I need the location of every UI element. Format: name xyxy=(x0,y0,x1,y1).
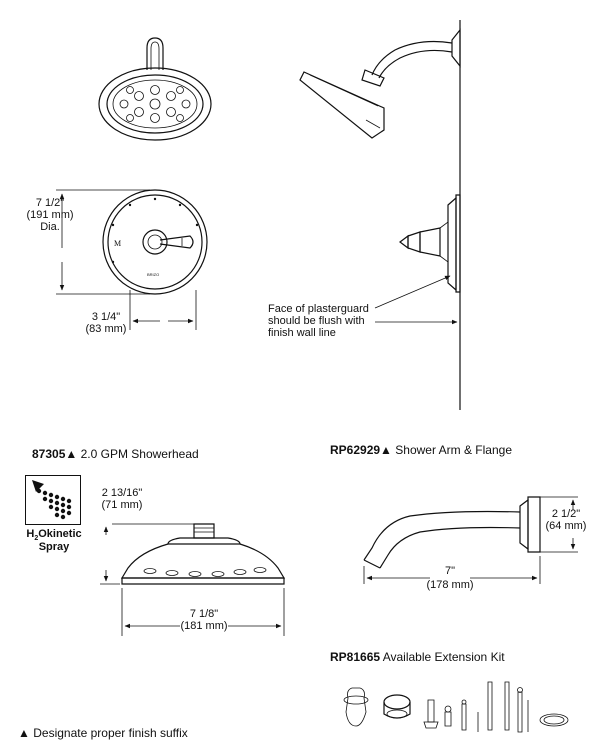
trim-dimension-lines xyxy=(56,189,197,330)
showerhead-side-view xyxy=(120,523,286,585)
finish-marker: ▲ xyxy=(380,443,392,457)
shower-arm-description: Shower Arm & Flange xyxy=(395,443,512,457)
showerhead-part-number: 87305 xyxy=(32,447,66,461)
showerhead-width-in: 7 1/8" xyxy=(189,608,219,620)
arm-height-mm: (64 mm) xyxy=(545,520,587,532)
svg-text:M: M xyxy=(114,239,121,248)
trim-depth-mm: (83 mm) xyxy=(85,323,127,335)
showerhead-description: 2.0 GPM Showerhead xyxy=(80,447,199,461)
spray-icon-box xyxy=(25,475,81,525)
trim-diameter-mm: (191 mm) xyxy=(26,209,74,221)
plasterguard-note-line-1: Face of plasterguard xyxy=(268,303,369,315)
trim-diameter-dia: Dia. xyxy=(40,221,60,233)
arm-height-in: 2 1/2" xyxy=(551,508,581,520)
arm-reach-mm: (178 mm) xyxy=(426,579,474,591)
footnote-marker: ▲ xyxy=(18,726,30,740)
valve-trim-front-view: M BRIZO xyxy=(102,189,208,295)
spray-pattern-icon xyxy=(32,480,72,520)
arm-reach-in: 7" xyxy=(444,565,456,577)
shower-arm-drawing xyxy=(363,496,578,584)
svg-text:BRIZO: BRIZO xyxy=(147,272,159,277)
extension-kit-parts xyxy=(343,681,569,733)
extension-kit-part-number: RP81665 xyxy=(330,650,381,664)
plasterguard-leader xyxy=(374,275,458,325)
footnote-text: Designate proper finish suffix xyxy=(33,726,188,740)
showerhead-front-view xyxy=(98,37,212,141)
showerhead-height-in: 2 13/16" xyxy=(101,487,143,499)
extension-kit-heading: RP81665 Available Extension Kit xyxy=(330,650,505,664)
shower-arm-heading: RP62929▲ Shower Arm & Flange xyxy=(330,443,512,457)
footnote: ▲ Designate proper finish suffix xyxy=(18,726,188,740)
extension-kit-description: Available Extension Kit xyxy=(382,650,505,664)
spray-type-label-line2: Spray xyxy=(38,541,70,553)
trim-depth-in: 3 1/4" xyxy=(91,311,121,323)
finish-marker: ▲ xyxy=(65,447,78,461)
showerhead-heading: 87305▲ 2.0 GPM Showerhead xyxy=(32,447,199,461)
plasterguard-note: Face of plasterguard should be flush wit… xyxy=(268,303,369,339)
shower-arm-part-number: RP62929 xyxy=(330,443,381,457)
showerhead-dimension-lines xyxy=(100,523,285,636)
trim-diameter-in: 7 1/2" xyxy=(35,197,65,209)
shower-side-view xyxy=(299,28,461,139)
spray-type-label: H2Okinetic xyxy=(26,528,82,543)
showerhead-width-mm: (181 mm) xyxy=(180,620,228,632)
plasterguard-note-line-2: should be flush with xyxy=(268,315,365,327)
plasterguard-note-line-3: finish wall line xyxy=(268,327,336,339)
showerhead-height-mm: (71 mm) xyxy=(101,499,143,511)
valve-side-view xyxy=(399,194,461,293)
